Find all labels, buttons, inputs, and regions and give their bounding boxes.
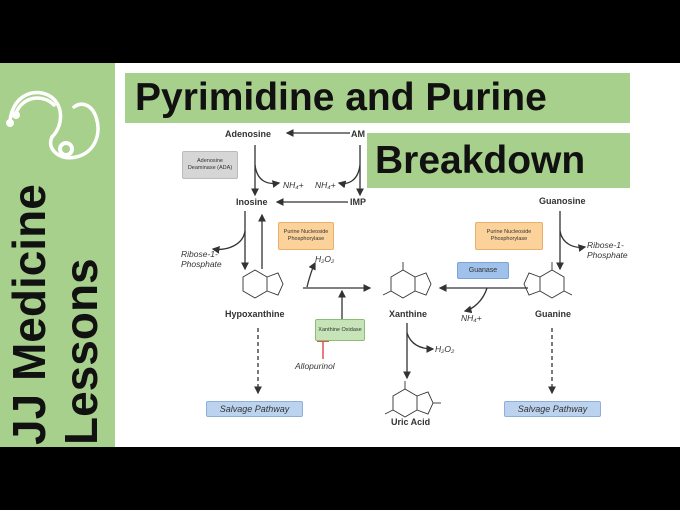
node-inosine: Inosine	[236, 197, 268, 207]
enzyme-pnp-left: Purine Nucleoside Phosphorylase	[278, 222, 334, 250]
pathway-arrows	[211, 129, 587, 418]
byproduct-h2o2-1: H₂O₂	[315, 254, 335, 264]
salvage-pathway-left: Salvage Pathway	[206, 401, 303, 417]
uric-acid-structure	[384, 381, 441, 418]
enzyme-ada: Adenosine Deaminase (ADA)	[182, 151, 238, 179]
hypoxanthine-structure	[242, 269, 284, 299]
enzyme-guanase: Guanase	[457, 262, 509, 279]
brand-sidebar: JJ Medicine Lessons	[0, 63, 115, 447]
title-line2: Breakdown	[367, 133, 630, 188]
node-hypoxanthine: Hypoxanthine	[225, 309, 285, 319]
video-frame: JJ Medicine Lessons	[0, 63, 680, 447]
node-xanthine: Xanthine	[389, 309, 428, 319]
byproduct-ribose-left: Ribose-1-Phosphate	[181, 249, 222, 269]
node-guanine: Guanine	[535, 309, 572, 319]
title-line1: Pyrimidine and Purine	[125, 73, 630, 123]
byproduct-nh4-3: NH₄+	[461, 313, 482, 323]
byproduct-h2o2-2: H₂O₂	[435, 344, 455, 354]
inhibitor-allopurinol: Allopurinol	[295, 361, 335, 371]
node-amp: AM	[351, 129, 365, 139]
byproduct-nh4-1: NH₄+	[283, 180, 304, 190]
salvage-pathway-right: Salvage Pathway	[504, 401, 601, 417]
enzyme-pnp-right: Purine Nucleoside Phosphorylase	[475, 222, 543, 250]
brand-line1: JJ Medicine	[3, 184, 55, 445]
brand-line2: Lessons	[55, 258, 107, 445]
node-adenosine: Adenosine	[225, 129, 272, 139]
node-guanosine: Guanosine	[539, 196, 586, 206]
byproduct-ribose-right: Ribose-1-Phosphate	[587, 240, 628, 260]
xanthine-structure	[382, 262, 432, 299]
purine-breakdown-diagram: Adenosine AM Inosine IMP Hypoxanthine Xa…	[115, 63, 680, 447]
node-uric-acid: Uric Acid	[391, 417, 431, 427]
byproduct-nh4-2: NH₄+	[315, 180, 336, 190]
stethoscope-icon	[6, 90, 100, 160]
node-imp: IMP	[350, 197, 367, 207]
enzyme-xanthine-oxidase: Xanthine Oxidase	[315, 319, 365, 341]
guanine-structure	[523, 262, 573, 299]
